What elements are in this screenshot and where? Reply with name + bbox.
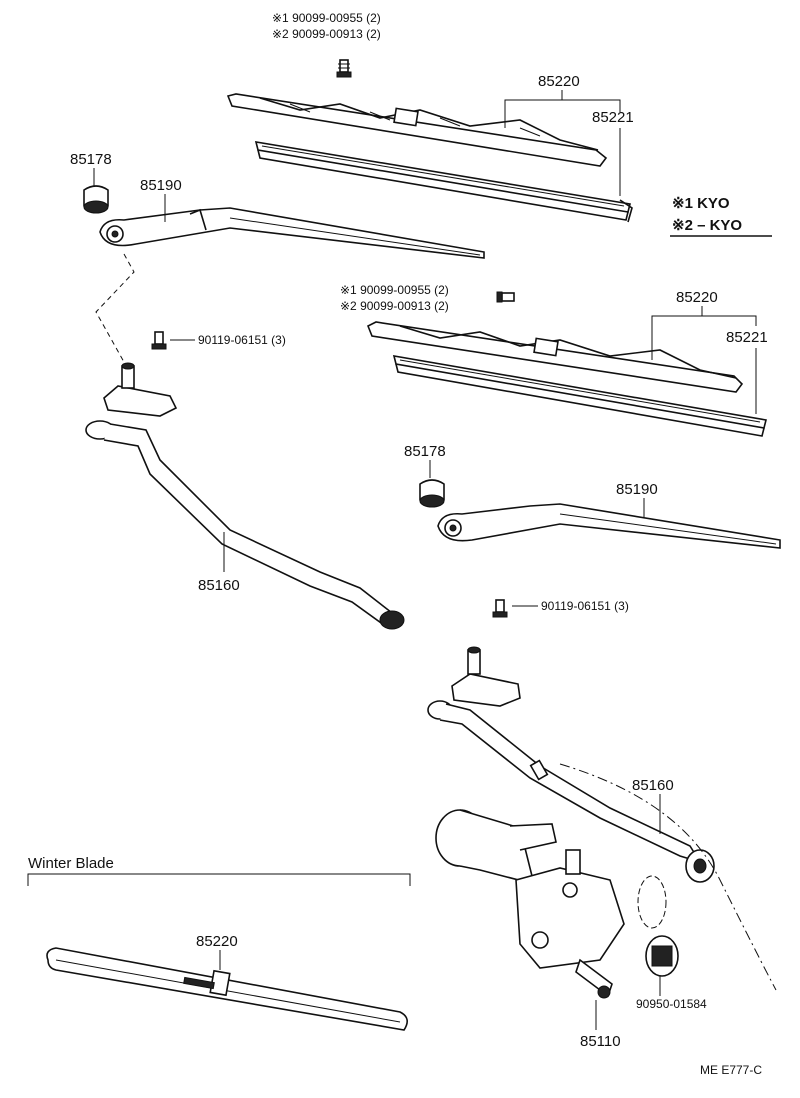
legend: ※1 KYO ※2 – KYO: [670, 195, 772, 237]
lower-blade-screw: [496, 291, 515, 303]
winter-wiper-blade: [46, 947, 408, 1031]
lower-screw-label-2: ※2 90099-00913 (2): [340, 299, 449, 313]
lower-wiper-link: [427, 646, 715, 883]
legend-line-2: ※2 – KYO: [672, 217, 742, 234]
upper-pivot-bolt: [151, 331, 167, 350]
lower-refill-number: 85221: [726, 329, 768, 346]
upper-refill-number: 85221: [592, 109, 634, 126]
upper-cap-number: 85178: [70, 151, 112, 168]
upper-assembly: ※1 90099-00955 (2) ※2 90099-00913 (2) 85…: [70, 11, 634, 630]
lower-wiper-arm: [437, 503, 781, 549]
lower-motor-cap: [645, 935, 679, 977]
winter-blade-section: Winter Blade 85220: [27, 855, 411, 1031]
lower-link-number: 85160: [632, 777, 674, 794]
lower-blade-number: 85220: [676, 289, 718, 306]
upper-wiper-arm: [99, 207, 485, 259]
upper-blade-screw: [336, 59, 352, 78]
lower-motor-cap-number: 90950-01584: [636, 997, 707, 1011]
lower-pivot-bolt: [492, 599, 508, 618]
legend-line-1: ※1 KYO: [672, 195, 730, 212]
lower-bolt-number: 90119-06151 (3): [541, 599, 629, 613]
lower-arm-cap: [419, 479, 445, 508]
upper-link-number: 85160: [198, 577, 240, 594]
upper-wiper-refill: [254, 141, 633, 223]
lower-wiper-refill: [392, 355, 767, 437]
winter-blade-title: Winter Blade: [28, 855, 114, 872]
upper-screw-label-1: ※1 90099-00955 (2): [272, 11, 381, 25]
lower-wiper-motor: [435, 809, 667, 999]
upper-arm-cap: [83, 185, 109, 214]
lower-assembly: ※1 90099-00955 (2) ※2 90099-00913 (2) 85…: [340, 283, 781, 1050]
lower-wiper-blade: [366, 321, 744, 393]
diagram-code: ME E777-C: [700, 1063, 762, 1077]
lower-screw-label-1: ※1 90099-00955 (2): [340, 283, 449, 297]
upper-blade-number: 85220: [538, 73, 580, 90]
winter-blade-number: 85220: [196, 933, 238, 950]
lower-motor-number: 85110: [580, 1033, 621, 1050]
lower-arm-number: 85190: [616, 481, 658, 498]
upper-wiper-blade: [226, 93, 608, 167]
lower-cap-number: 85178: [404, 443, 446, 460]
upper-wiper-link: [85, 362, 405, 630]
upper-screw-label-2: ※2 90099-00913 (2): [272, 27, 381, 41]
upper-arm-number: 85190: [140, 177, 182, 194]
upper-bolt-number: 90119-06151 (3): [198, 333, 286, 347]
